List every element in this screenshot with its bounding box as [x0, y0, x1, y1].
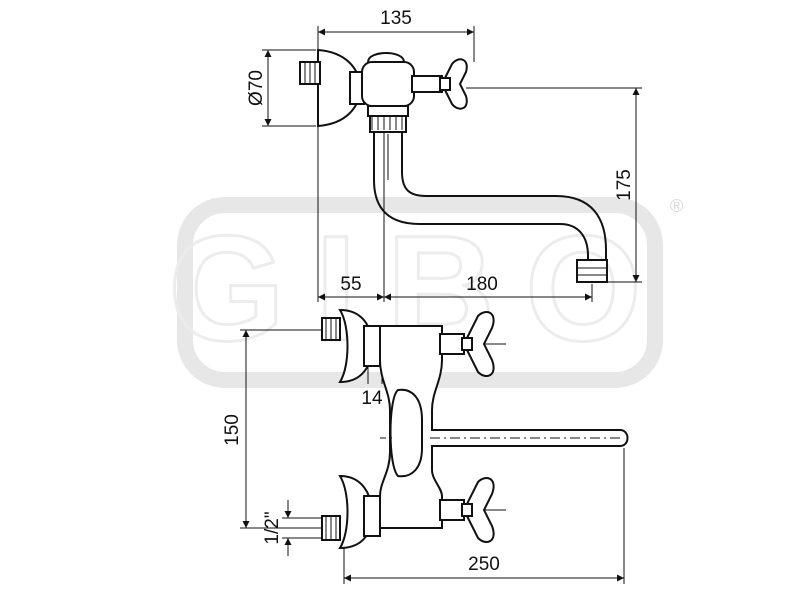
dimension-250: 250	[343, 448, 625, 584]
dimension-175: 175	[466, 87, 642, 283]
dimension-55-180: 55 180	[317, 126, 593, 302]
dimension-14-label: 14	[361, 388, 383, 409]
faucet-top-view	[299, 48, 608, 283]
dimension-diameter-label: Ø70	[246, 70, 267, 106]
dimension-14: 14	[361, 378, 383, 409]
dimension-150-label: 150	[222, 414, 243, 446]
dimension-250-label: 250	[468, 554, 500, 575]
dimension-half-inch-label: 1/2"	[262, 511, 283, 544]
dimension-55-label: 55	[340, 274, 361, 295]
dimension-half-inch: 1/2"	[262, 500, 322, 556]
dimension-180-label: 180	[466, 274, 498, 295]
dimension-175-label: 175	[614, 169, 635, 201]
dimension-diameter-70: Ø70	[246, 49, 316, 127]
dimension-150: 150	[222, 329, 322, 529]
dimension-135-label: 135	[380, 8, 412, 29]
dimension-135: 135	[317, 8, 475, 62]
faucet-front-view	[321, 308, 629, 550]
registered-mark: ®	[670, 196, 683, 216]
